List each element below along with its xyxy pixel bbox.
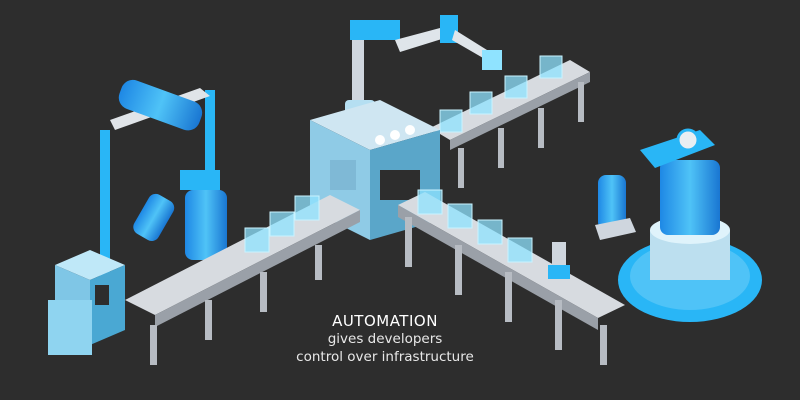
glass-box-icon [439,55,563,133]
glass-box-icon [244,195,320,253]
caption-title: AUTOMATION [332,312,438,330]
caption-line-2: control over infrastructure [296,349,474,365]
conveyor-belt-icon [125,195,360,365]
robotic-arm-icon [100,79,227,290]
control-panel-icon [48,250,125,355]
robotic-arm-icon [548,128,762,322]
glass-box-icon [417,189,533,263]
caption-line-1: gives developers [327,331,443,347]
caption: AUTOMATION gives developers control over… [270,312,500,366]
conveyor-belt-icon [430,60,590,188]
